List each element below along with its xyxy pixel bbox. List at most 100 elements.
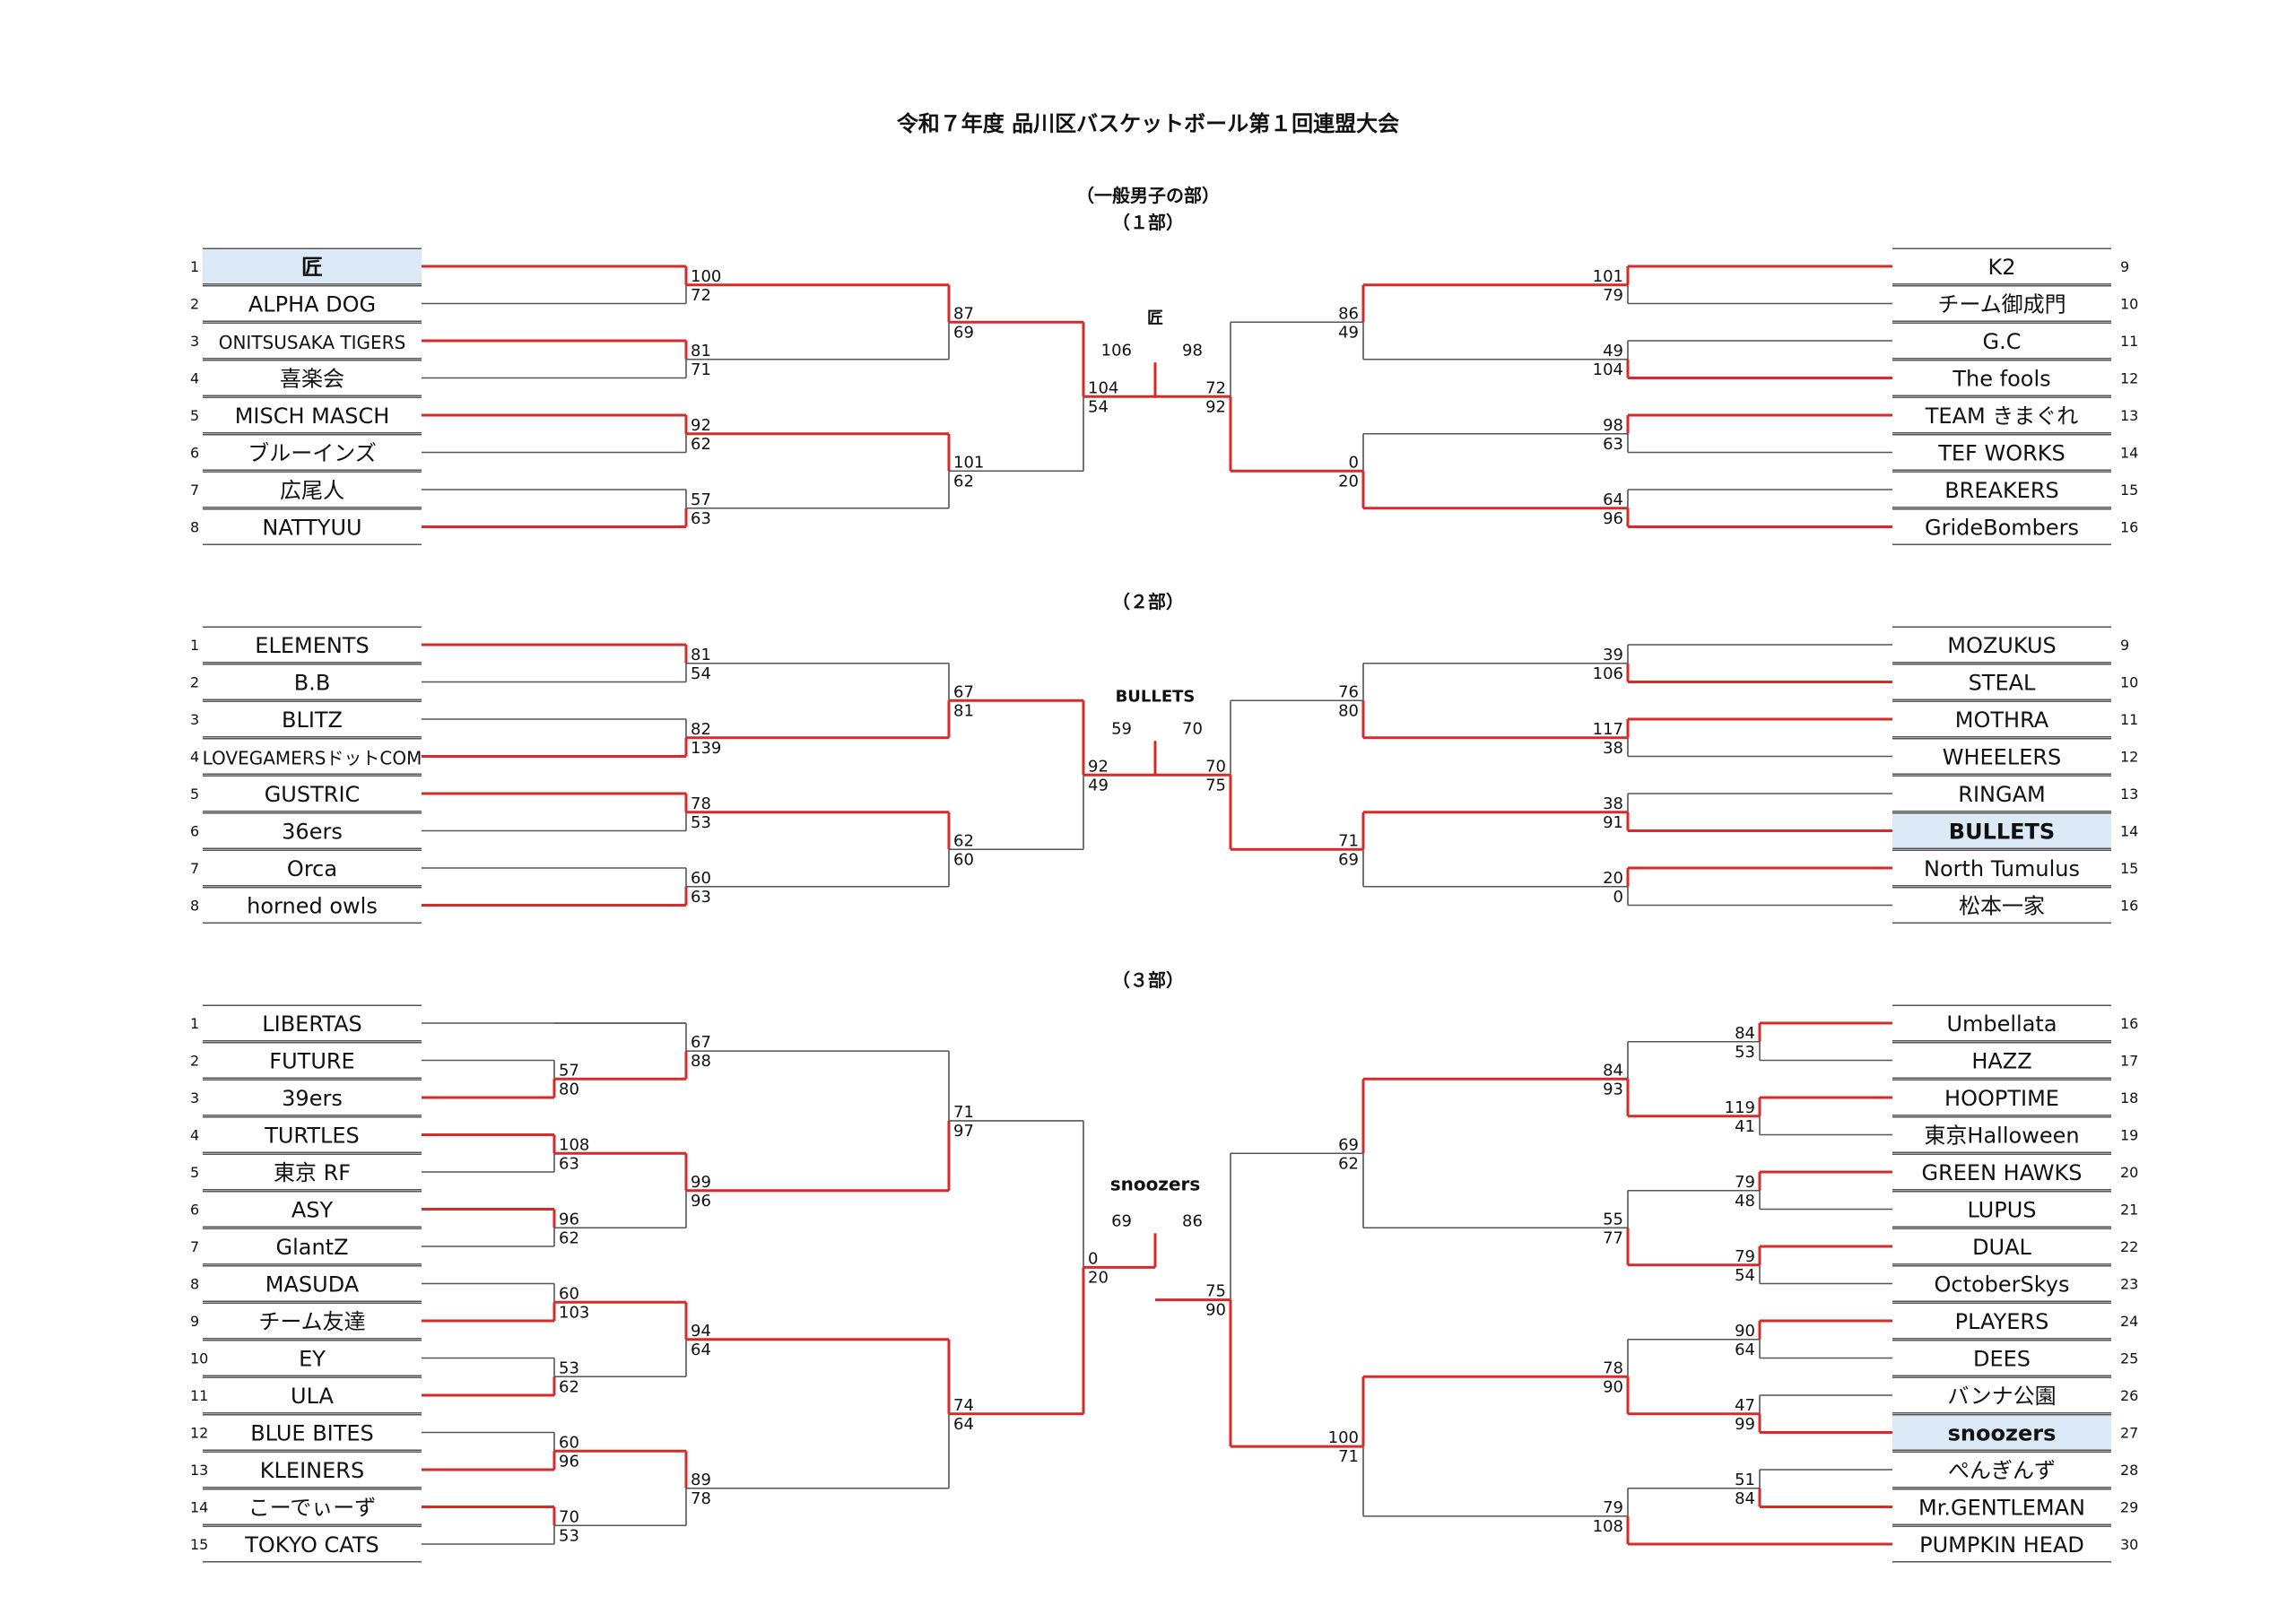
match-score: 99 <box>691 1173 711 1192</box>
team-name: GUSTRIC <box>265 782 361 807</box>
final-score: 106 <box>1101 341 1132 360</box>
match-score: 100 <box>691 267 721 286</box>
match-score: 96 <box>559 1210 579 1228</box>
match-score: 101 <box>1593 267 1623 286</box>
match-score: 78 <box>691 794 711 813</box>
match-score: 47 <box>1735 1396 1755 1415</box>
division-1-heading: （１部） <box>1112 212 1184 233</box>
match-score: 104 <box>1088 378 1118 397</box>
champion-name: BULLETS <box>1116 687 1196 706</box>
team-name: 39ers <box>282 1086 343 1111</box>
team-name: horned owls <box>247 894 378 919</box>
team-name: OctoberSkys <box>1934 1272 2069 1298</box>
seed-number: 16 <box>2120 1015 2138 1032</box>
match-score: 64 <box>953 1415 974 1434</box>
category-heading: （一般男子の部） <box>1076 185 1220 206</box>
seed-number: 3 <box>190 333 199 350</box>
match-score: 49 <box>1603 342 1623 360</box>
match-score: 76 <box>1338 682 1359 701</box>
match-score: 0 <box>1088 1249 1098 1268</box>
match-score: 104 <box>1593 360 1623 379</box>
team-name: PLAYERS <box>1955 1309 2049 1334</box>
match-score: 99 <box>1735 1415 1755 1434</box>
match-score: 92 <box>1088 757 1109 776</box>
team-name: チーム御成門 <box>1937 292 2066 317</box>
team-name: MASUDA <box>265 1272 360 1298</box>
match-score: 108 <box>559 1135 589 1154</box>
seed-number: 27 <box>2120 1425 2138 1442</box>
match-score: 78 <box>1603 1358 1623 1377</box>
seed-number: 12 <box>2120 370 2138 387</box>
match-score: 49 <box>1338 323 1359 342</box>
match-score: 39 <box>1603 646 1623 664</box>
team-name: こーでぃーず <box>248 1496 377 1521</box>
seed-number: 8 <box>190 898 199 915</box>
match-score: 63 <box>1603 435 1623 454</box>
match-score: 91 <box>1603 813 1623 832</box>
team-name: 松本一家 <box>1959 894 2045 919</box>
match-score: 88 <box>691 1052 711 1071</box>
seed-number: 5 <box>190 407 199 424</box>
match-score: 57 <box>559 1061 579 1080</box>
seed-number: 10 <box>2120 674 2138 691</box>
team-name: Orca <box>287 856 337 881</box>
seed-number: 13 <box>2120 407 2138 424</box>
team-name: BULLETS <box>1949 820 2055 845</box>
team-highlight <box>1892 813 2111 848</box>
seed-number: 4 <box>190 370 199 387</box>
match-score: 67 <box>691 1033 711 1052</box>
seed-number: 12 <box>190 1425 208 1442</box>
match-score: 60 <box>559 1433 579 1452</box>
match-score: 71 <box>1338 1447 1359 1466</box>
match-score: 98 <box>1603 416 1623 435</box>
team-name: ULA <box>291 1384 334 1409</box>
match-score: 93 <box>1603 1080 1623 1098</box>
team-name: HAZZ <box>1971 1049 2031 1074</box>
match-score: 48 <box>1735 1192 1755 1211</box>
match-score: 62 <box>1338 1154 1359 1173</box>
seed-number: 14 <box>190 1499 208 1516</box>
seed-number: 18 <box>2120 1089 2138 1107</box>
team-name: TEF WORKS <box>1937 441 2066 466</box>
team-name: EY <box>299 1347 326 1372</box>
team-name: HOOPTIME <box>1944 1086 2059 1111</box>
team-name: RINGAM <box>1958 782 2045 807</box>
seed-number: 15 <box>2120 860 2138 877</box>
match-score: 117 <box>1593 720 1623 739</box>
match-score: 92 <box>1205 397 1226 416</box>
seed-number: 11 <box>2120 711 2138 728</box>
team-name: The fools <box>1952 367 2050 392</box>
match-score: 55 <box>1603 1210 1623 1228</box>
team-name: FUTURE <box>269 1049 354 1074</box>
match-score: 78 <box>691 1489 711 1508</box>
match-score: 60 <box>559 1284 579 1303</box>
seed-number: 10 <box>190 1350 208 1367</box>
final-score: 98 <box>1182 341 1203 360</box>
team-name: MISCH MASCH <box>235 404 390 429</box>
seed-number: 29 <box>2120 1499 2138 1516</box>
seed-number: 13 <box>190 1462 208 1479</box>
match-score: 20 <box>1088 1268 1109 1287</box>
seed-number: 26 <box>2120 1387 2138 1404</box>
seed-number: 3 <box>190 1089 199 1107</box>
match-score: 75 <box>1205 776 1226 794</box>
team-name: TEAM きまぐれ <box>1925 404 2079 429</box>
seed-number: 30 <box>2120 1536 2138 1553</box>
team-name: LOVEGAMERSドットCOM <box>203 748 422 769</box>
seed-number: 28 <box>2120 1462 2138 1479</box>
match-score: 64 <box>691 1341 711 1359</box>
match-score: 53 <box>691 813 711 832</box>
seed-number: 2 <box>190 674 199 691</box>
match-score: 139 <box>691 739 721 758</box>
team-name: TOKYO CATS <box>244 1532 379 1558</box>
match-score: 63 <box>691 888 711 907</box>
match-score: 63 <box>691 509 711 528</box>
match-score: 81 <box>691 342 711 360</box>
match-score: 69 <box>1338 1135 1359 1154</box>
match-score: 81 <box>953 701 974 720</box>
seed-number: 11 <box>2120 333 2138 350</box>
team-name: NATTYUU <box>262 516 361 541</box>
seed-number: 7 <box>190 482 199 499</box>
team-name: North Tumulus <box>1924 856 2080 881</box>
